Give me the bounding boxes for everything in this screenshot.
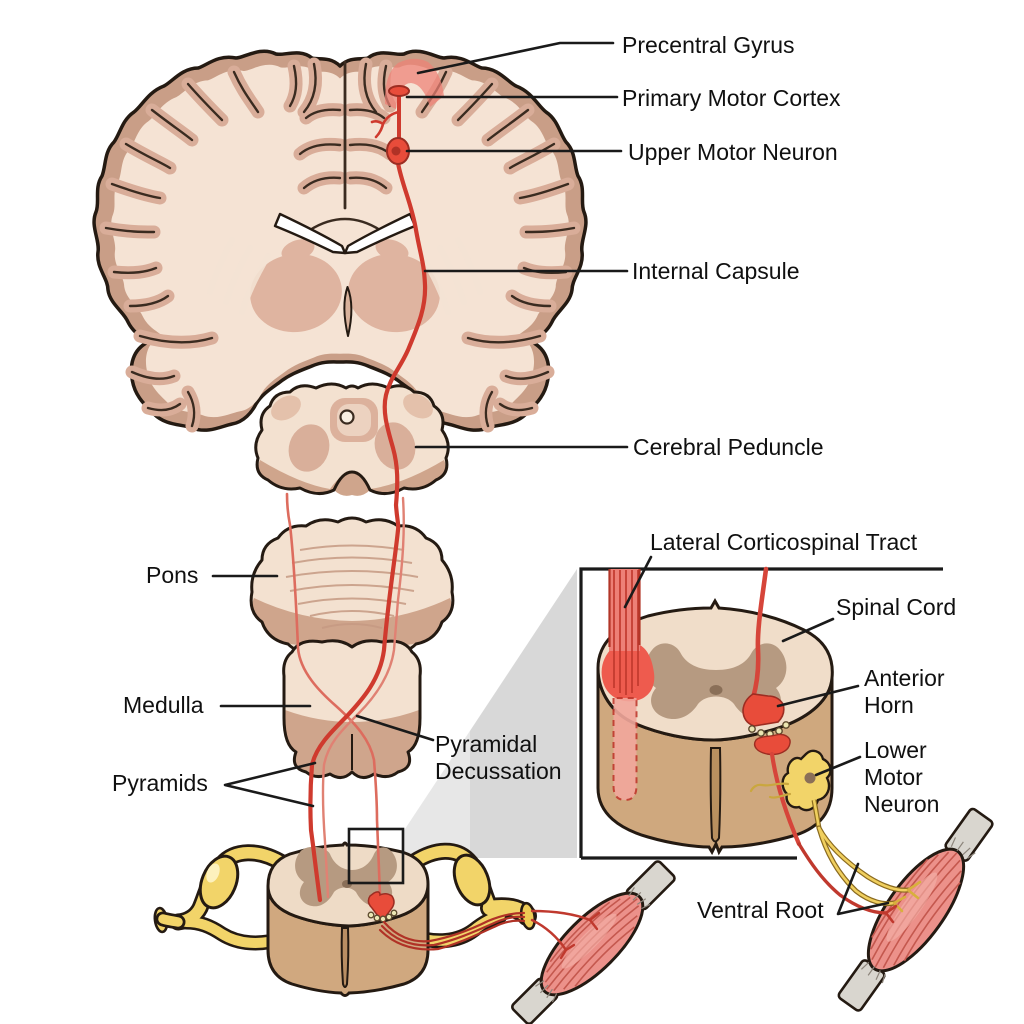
zoom-box: [347, 827, 405, 885]
label-primary-motor-cortex: Primary Motor Cortex: [622, 85, 841, 111]
anterior-tract-fiber-left: [285, 492, 382, 897]
tegmentum-left: [288, 424, 330, 472]
spinal-cord-main: [153, 841, 537, 997]
ganglion-highlight: [206, 863, 220, 883]
label-internal-capsule: Internal Capsule: [632, 258, 800, 284]
pointer-precentral-gyrus: [416, 41, 615, 75]
inset-central-canal: [709, 685, 723, 695]
tendon-fan-lines: [860, 837, 976, 984]
label-ventral-root: Ventral Root: [697, 897, 824, 923]
tract-dashed-continuation: [612, 697, 638, 802]
pointer-anterior-horn: [776, 684, 860, 708]
pointer-lower-motor-neuron: [814, 755, 862, 777]
pointer-pyramidal-decussation: [355, 714, 435, 742]
inset-descending-axon: [742, 566, 802, 847]
lower-motor-neuron-axon-strands: [378, 911, 526, 951]
upper-motor-neuron-cell: [370, 85, 410, 165]
lower-motor-neuron-cell: [749, 749, 832, 829]
pons-outline: [249, 516, 455, 657]
label-pyramids: Pyramids: [112, 770, 208, 796]
label-pyramidal-decussation: Pyramidal Decussation: [435, 731, 562, 784]
zoom-wedge-shade: [470, 569, 577, 858]
midbrain-patch-left: [271, 395, 301, 421]
dorsal-root-ganglion-right: [452, 853, 492, 907]
basal-ganglia: [250, 239, 440, 333]
pointer-pyramids: [223, 761, 317, 808]
pointer-lateral-corticospinal-tract: [623, 555, 653, 609]
tendon-fan-lines: [535, 887, 651, 1003]
inset-panel: [579, 566, 994, 1012]
label-anterior-horn: Anterior Horn: [864, 665, 945, 718]
muscle-sheen: [886, 872, 938, 942]
pons-rim: [252, 598, 452, 655]
internal-capsule-stripes: [207, 237, 483, 315]
midbrain-outline: [254, 382, 450, 495]
cerebral-aqueduct: [339, 409, 355, 425]
pons-striations: [285, 544, 419, 629]
midbrain-patch-right: [403, 393, 433, 419]
label-medulla: Medulla: [123, 692, 204, 718]
label-upper-motor-neuron: Upper Motor Neuron: [628, 139, 838, 165]
lateral-corticospinal-tract-band: [601, 569, 655, 802]
inset-border: [579, 567, 943, 860]
pointer-spinal-cord: [781, 617, 835, 643]
corpus-callosum-arc: [308, 217, 382, 232]
neuromuscular-axons-main: [530, 909, 601, 960]
zoom-wedge: [403, 569, 577, 858]
lmn-dendrites: [749, 782, 792, 799]
lateral-ventricles: [273, 212, 417, 255]
label-lateral-corticospinal-tract: Lateral Corticospinal Tract: [650, 529, 918, 555]
ventral-median-fissure: [340, 927, 350, 988]
muscle-sheen: [561, 913, 617, 969]
lmn-nucleus: [804, 772, 816, 784]
inset-median-fissure: [709, 747, 722, 843]
pointer-ventral-root: [836, 862, 890, 916]
muscle-inset: [797, 807, 994, 1012]
label-precentral-gyrus: Precentral Gyrus: [622, 32, 795, 58]
label-pons: Pons: [146, 562, 199, 588]
label-cerebral-peduncle: Cerebral Peduncle: [633, 434, 824, 460]
pointer-lines: [211, 41, 890, 916]
muscle-main: [511, 860, 676, 1024]
brain-white-matter: [111, 64, 569, 418]
label-lower-motor-neuron: Lower Motor Neuron: [864, 737, 940, 817]
third-ventricle: [343, 286, 353, 337]
medulla-outline: [282, 639, 422, 779]
midbrain-section: [254, 382, 450, 496]
pons-section: [249, 516, 455, 657]
pale-fiber-right: [321, 496, 405, 899]
tegmentum-right: [374, 422, 416, 470]
label-spinal-cord: Spinal Cord: [836, 594, 957, 620]
brain-coronal-section: [92, 49, 588, 433]
inset-relay-terminal: [753, 733, 791, 756]
spinal-nerve-left: [153, 844, 293, 951]
